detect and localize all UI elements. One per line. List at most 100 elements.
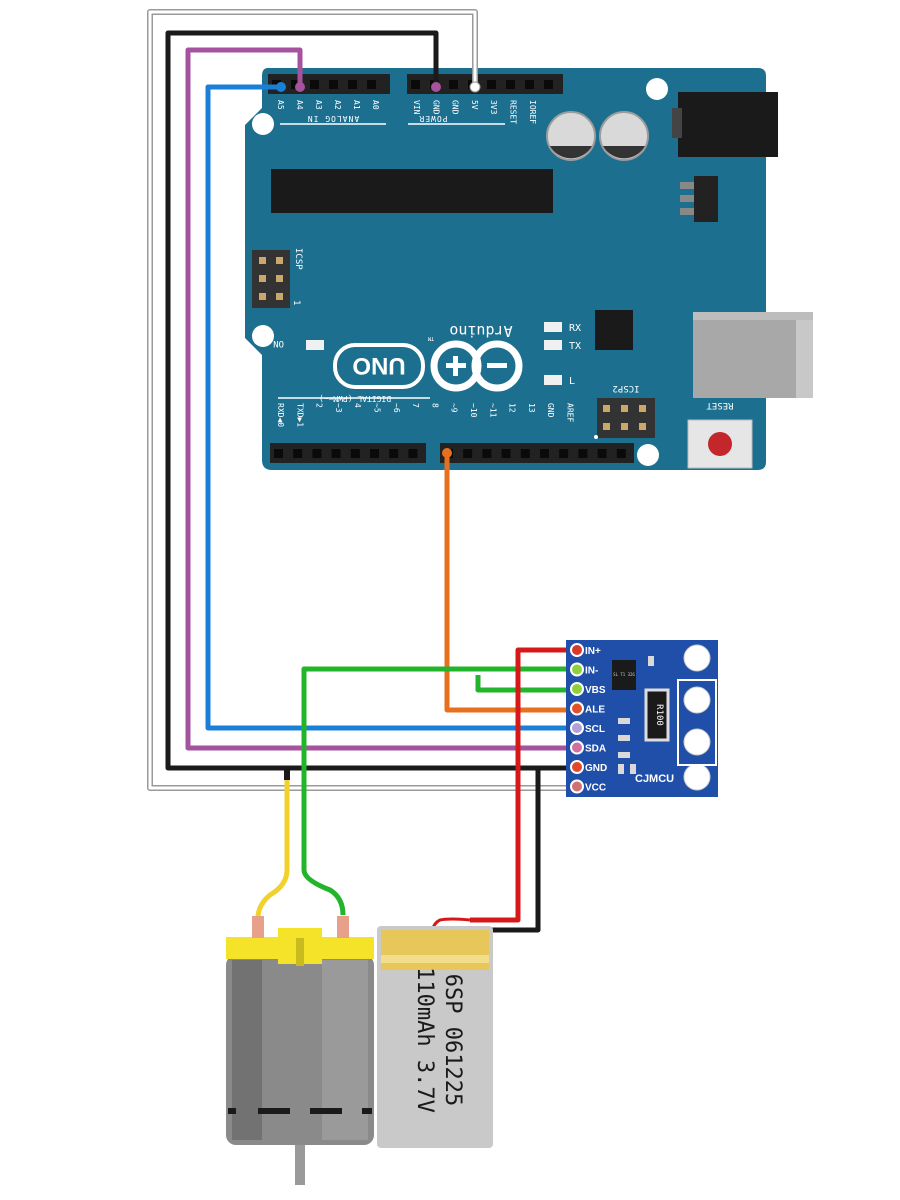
terminal-hole [683,728,711,756]
sensor-pin-in [570,662,584,677]
header-pin-hole [389,449,399,458]
power-pin-label: 5V [470,100,479,110]
wire-in-minus [301,666,572,916]
sensor-pin-label: VCC [585,783,606,794]
header-pin-hole [616,449,626,458]
l-led [544,375,562,385]
digital-pin-label: ~9 [450,403,459,413]
digital-pin-label: TXD▶1 [295,403,304,427]
header-pin-hole [370,449,379,458]
digital-pin-label: 8 [430,403,439,408]
sensor-pin-vbs [570,682,584,696]
reset-label: RESET [706,400,734,410]
header-pin-hole [578,449,588,458]
shunt-resistor [644,688,670,742]
digital-pin-label: AREF [566,403,575,422]
sensor-brand: CJMCU [635,773,674,785]
header-pin-hole [544,80,553,89]
on-led-label: ON [273,338,284,348]
mounting-hole [252,325,274,347]
arduino-pcb [245,68,766,470]
header-pin-hole [559,449,569,458]
analog-pin-label: A2 [333,100,342,110]
digital-pin-label: ~5 [373,403,382,413]
digital-pin-label: 7 [411,403,420,408]
mounting-hole [252,113,274,135]
voltage-regulator [694,176,718,222]
digital-pin-label: ~11 [488,403,497,418]
ina219-chip [612,660,636,690]
power-pin-label: GND [451,100,460,115]
resistor-label: R100 [654,704,664,726]
digital-label: DIGITAL (PWM=~) [319,394,391,403]
digital-pin-label: GND [546,403,555,418]
motor-terminal [337,916,349,938]
power-label: POWER [418,114,447,123]
battery-label-line2: 110mAh 3.7V [412,967,437,1113]
header-pin-hole [367,80,376,89]
battery-body [377,926,493,1148]
digital-pin-label: 4 [353,403,362,408]
header-pin-hole [350,449,360,458]
header-pin-hole [348,80,357,89]
header-pin-hole [487,80,496,89]
header-pin-hole [291,80,300,89]
analog-pin-label: A4 [295,100,304,110]
sensor-pin-label: GND [585,763,607,774]
arduino-tm: TM [428,335,434,341]
analog-pin-label: A0 [371,100,380,110]
rx-led [544,322,562,332]
icsp2-label: ICSP2 [612,383,639,393]
header-pin-hole [293,449,303,458]
header-pin-hole [329,80,338,89]
sensor-pin-gnd [570,760,584,774]
analog-in-label: ANALOG IN [307,114,359,123]
wire-sda [185,47,572,751]
terminal-hole [683,686,711,714]
wire-alert [444,453,572,713]
lipo-battery: 6SP 061225 110mAh 3.7V [377,926,493,1148]
analog-pin-label: A5 [276,100,285,110]
rx-label: RX [569,323,581,334]
power-pin-label: 3V3 [489,100,498,115]
digital-pin-label: 2 [315,403,324,408]
header-pin-hole [482,449,492,458]
header-pin-hole [525,80,534,89]
digital-pin-label: ~3 [334,403,343,413]
power-pin-label: IOREF [528,100,537,124]
mounting-hole [637,444,659,466]
tx-led [544,340,562,350]
svg-text:UNO: UNO [352,352,405,379]
analog-pin-label: A3 [314,100,323,110]
header-pin-hole [597,449,607,458]
motor-shaft [295,1140,305,1185]
header-pin-hole [411,80,420,89]
microcontroller-chip [271,169,553,213]
usb-chip [595,310,633,350]
header-pin-hole [408,449,418,458]
icsp-pin1-label: 1 [291,300,301,305]
chip-label: SL T1 326 [613,672,635,677]
icsp-header [252,250,290,308]
sensor-pin-label: SCL [585,724,605,735]
sensor-pin-label: IN- [585,666,598,677]
digital-pin-label: 13 [527,403,536,413]
wires [147,9,572,936]
power-pin-label: VIN [412,100,421,115]
digital-header-low [270,443,426,463]
wire-scl [205,84,572,731]
sensor-pin-sda [570,740,584,755]
usb-connector [693,312,813,398]
wire-in-plus [470,647,572,923]
arduino-brand-text: Arduino [449,322,512,340]
icsp2-header [597,398,655,438]
header-pin-hole [274,449,283,458]
wire-motor-plus [255,775,290,919]
sensor-pin-label: SDA [585,744,606,755]
digital-pin-label: ~10 [469,403,478,418]
power-header [407,74,563,94]
power-pin-label: RESET [509,100,518,124]
dc-power-jack [678,92,778,157]
header-pin-hole [449,80,458,89]
